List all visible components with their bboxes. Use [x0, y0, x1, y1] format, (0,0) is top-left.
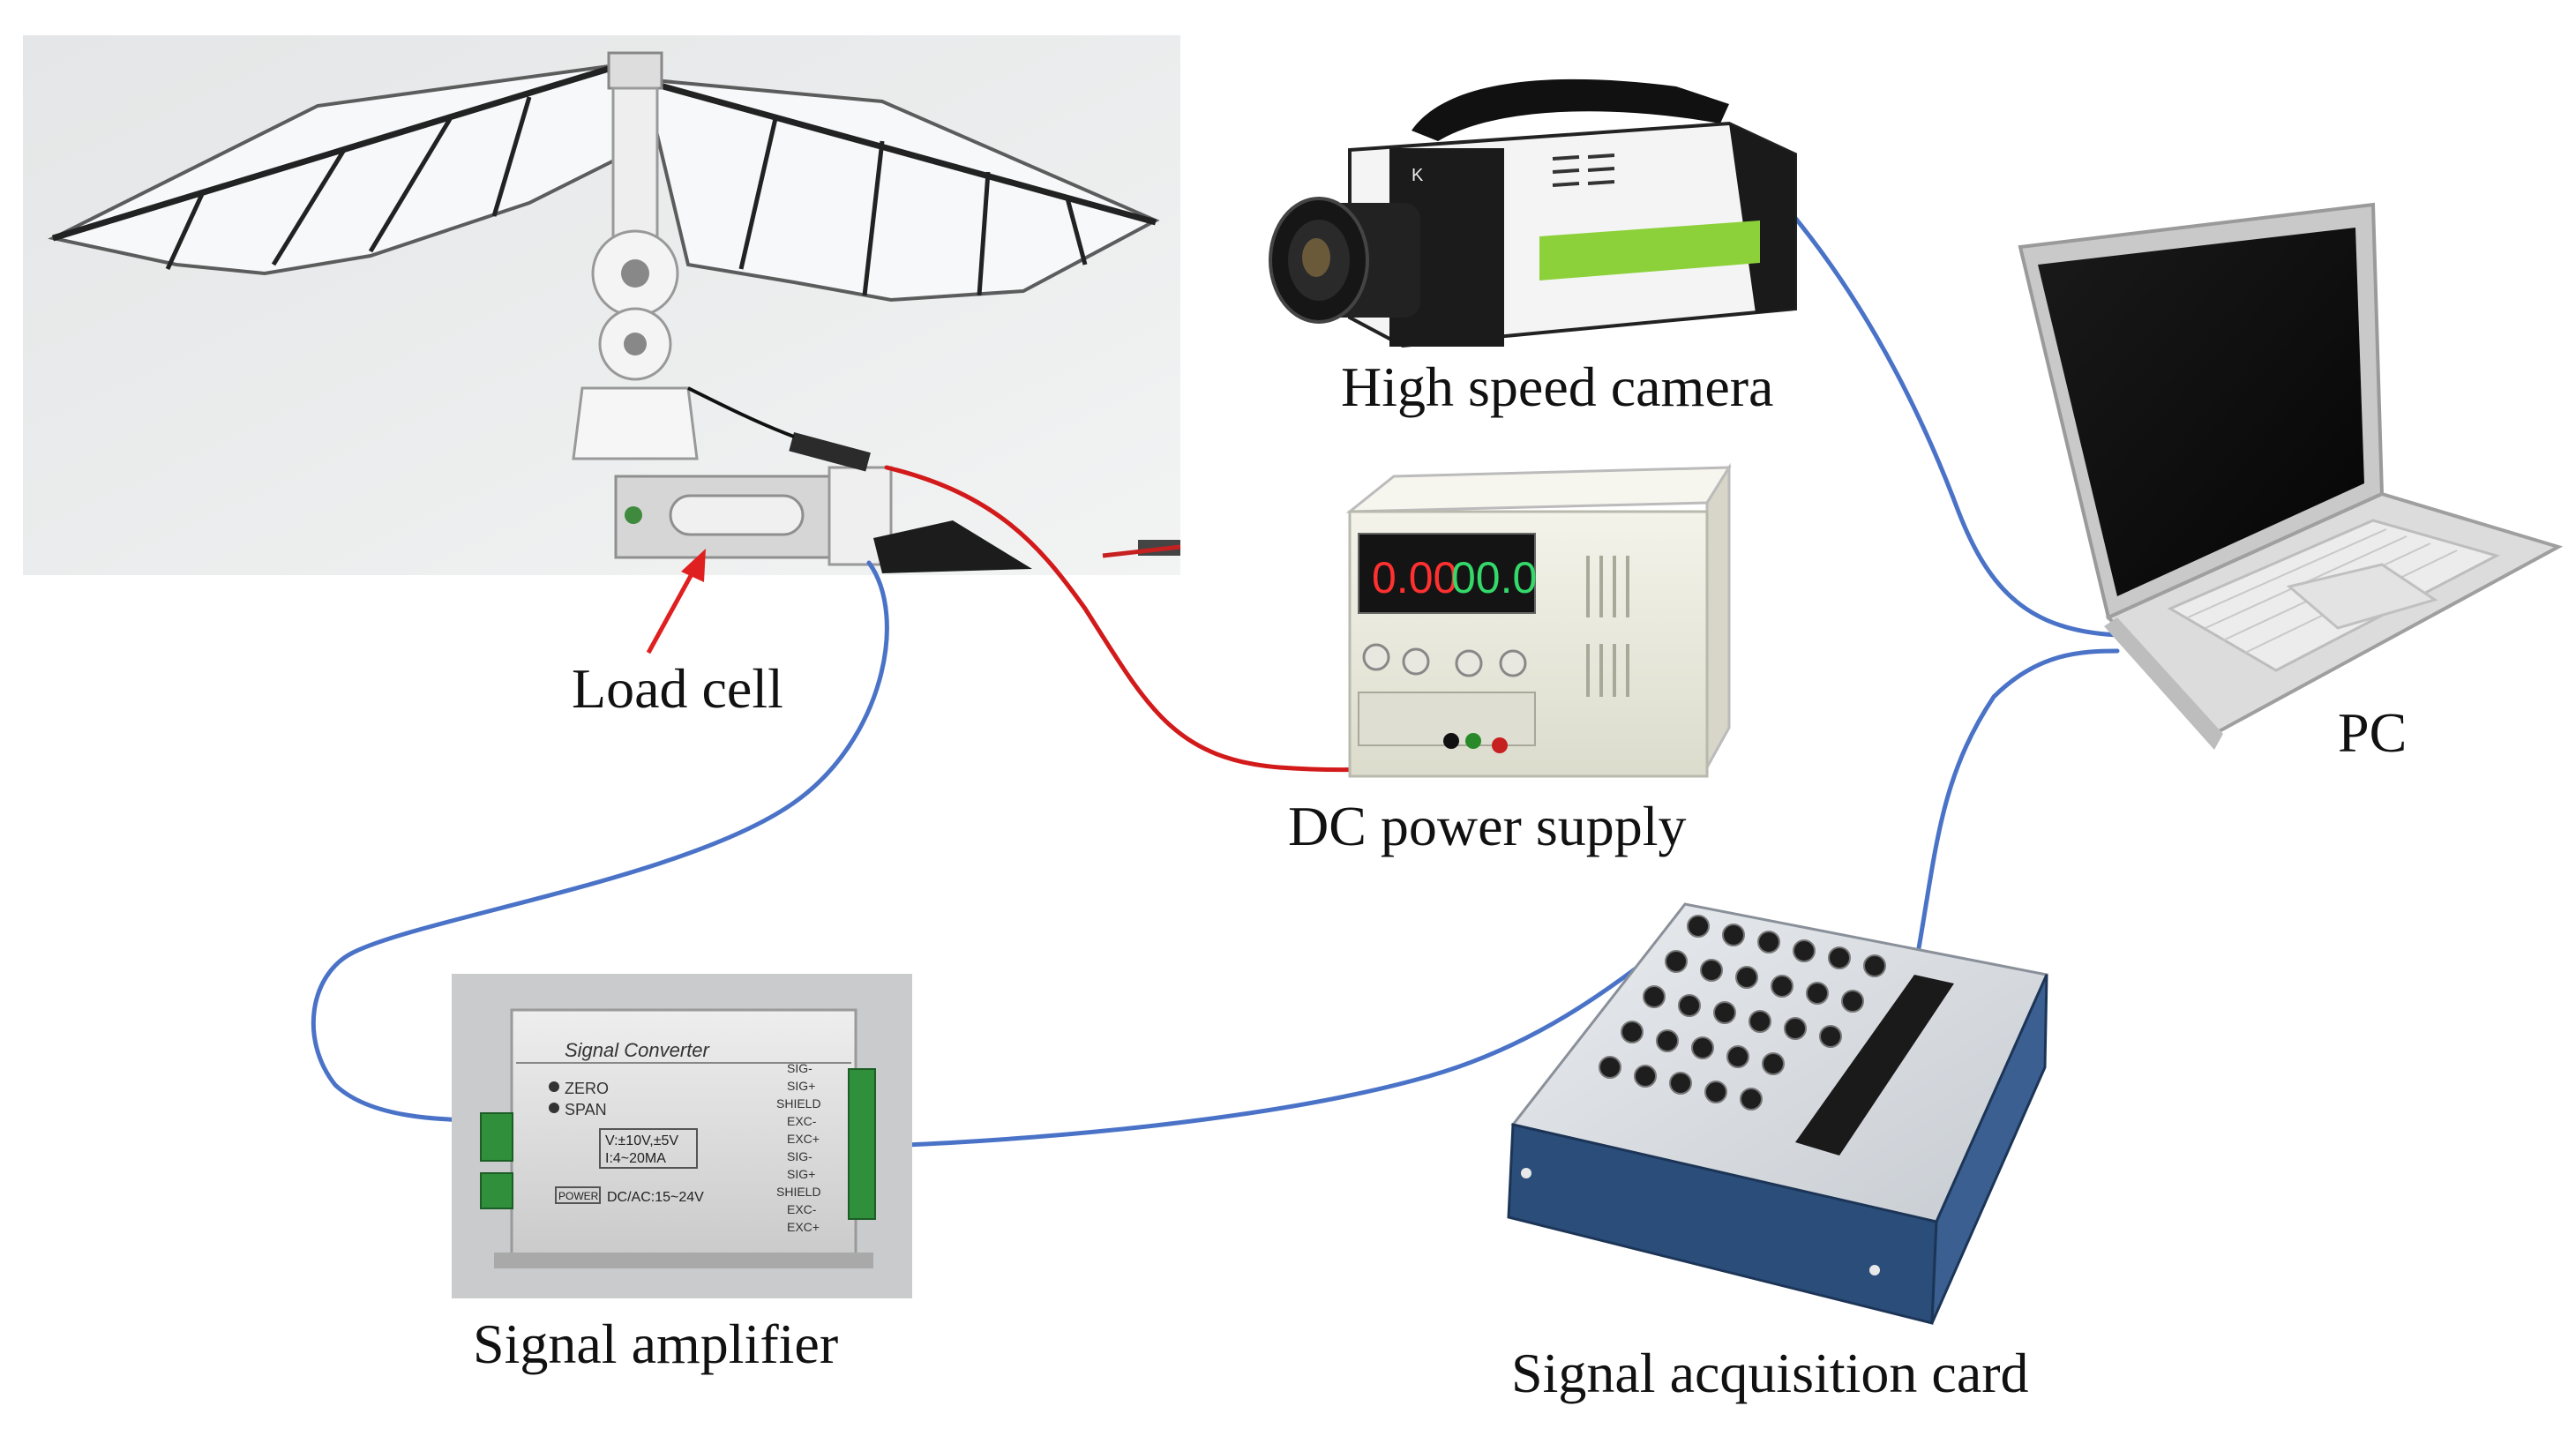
amplifier-range-voltage: V:±10V,±5V	[605, 1133, 678, 1148]
pin-label: EXC-	[787, 1202, 817, 1216]
pin-label: SIG+	[787, 1167, 815, 1181]
signal-amplifier-image: Signal Converter ZERO SPAN V:±10V,±5V I:…	[452, 974, 912, 1298]
pin-label: SIG-	[787, 1061, 812, 1075]
label-signal-amplifier: Signal amplifier	[473, 1313, 838, 1375]
signal-cable-camera-pc	[1784, 205, 2120, 638]
pin-label: EXC+	[787, 1220, 820, 1234]
amplifier-span-label: SPAN	[565, 1101, 607, 1118]
amplifier-range-current: I:4~20MA	[605, 1151, 666, 1166]
label-dc-power-supply: DC power supply	[1288, 795, 1687, 857]
high-speed-camera-image: K	[1269, 79, 1797, 348]
amplifier-power-tag: POWER	[558, 1190, 599, 1202]
pin-label: EXC-	[787, 1114, 817, 1128]
svg-text:K: K	[1412, 166, 1424, 185]
wing-rig-photo	[23, 35, 1181, 575]
pin-label: SHIELD	[776, 1185, 821, 1199]
load-cell-arrow	[646, 549, 706, 654]
label-signal-acquisition-card: Signal acquisition card	[1511, 1342, 2029, 1404]
voltage-display: 00.0	[1451, 553, 1537, 602]
amplifier-zero-label: ZERO	[565, 1080, 609, 1097]
signal-cable-loadcell-amplifier	[311, 560, 889, 1123]
pin-label: SIG-	[787, 1149, 812, 1163]
label-high-speed-camera: High speed camera	[1341, 355, 1773, 418]
signal-cable-amplifier-daq	[862, 922, 1696, 1149]
signal-cable-daq-pc	[1916, 648, 2120, 951]
dc-power-supply-image: 0.00 00.0	[1345, 462, 1732, 778]
label-load-cell: Load cell	[572, 657, 783, 720]
pc-laptop-image	[2018, 202, 2564, 750]
current-display: 0.00	[1372, 553, 1457, 602]
label-pc: PC	[2338, 701, 2407, 764]
pin-label: SHIELD	[776, 1096, 821, 1111]
amplifier-title: Signal Converter	[565, 1039, 711, 1061]
signal-acquisition-card-image	[1507, 902, 2049, 1325]
amplifier-power-spec: DC/AC:15~24V	[607, 1190, 704, 1205]
pin-label: SIG+	[787, 1079, 815, 1093]
pin-label: EXC+	[787, 1132, 820, 1146]
